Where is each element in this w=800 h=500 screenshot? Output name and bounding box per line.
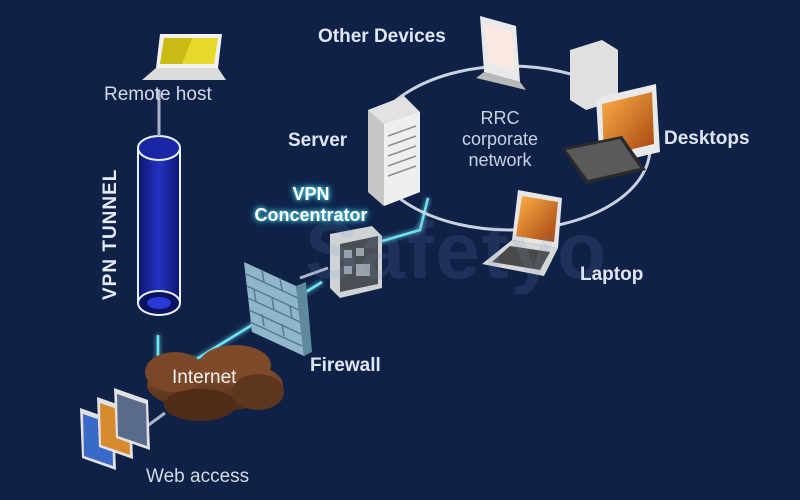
server-label: Server bbox=[288, 130, 348, 151]
firewall-label: Firewall bbox=[310, 355, 381, 376]
other-devices-label: Other Devices bbox=[318, 26, 446, 47]
internet-label: Internet bbox=[172, 367, 237, 388]
tablet-icon bbox=[476, 16, 526, 90]
network-label-line3: network bbox=[468, 150, 532, 170]
laptop-icon bbox=[482, 190, 562, 276]
desktops-label: Desktops bbox=[664, 128, 750, 149]
vpn-concentrator-label: VPN Concentrator bbox=[236, 184, 386, 226]
tunnel-icon bbox=[137, 90, 181, 316]
vpn-tunnel-label: VPN TUNNEL bbox=[100, 168, 121, 300]
server-icon bbox=[368, 96, 420, 206]
desktop-icon bbox=[562, 40, 660, 184]
watermark: Safetyo bbox=[305, 206, 608, 295]
vpn-concentrator-line2: Concentrator bbox=[254, 205, 368, 225]
vpn-concentrator-line1: VPN bbox=[292, 184, 330, 204]
concentrator-icon bbox=[330, 226, 382, 298]
laptop-label: Laptop bbox=[580, 264, 644, 285]
web-access-label: Web access bbox=[146, 466, 250, 487]
corporate-network-label: RRC corporate network bbox=[440, 108, 560, 171]
network-label-line2: corporate bbox=[461, 129, 539, 149]
remote-host-label: Remote host bbox=[104, 84, 212, 105]
firewall-icon bbox=[244, 262, 312, 356]
browser-windows-icon bbox=[80, 388, 150, 470]
cloud-icon bbox=[145, 345, 284, 421]
laptop-icon bbox=[142, 34, 226, 80]
network-label-line1: RRC bbox=[480, 108, 520, 128]
